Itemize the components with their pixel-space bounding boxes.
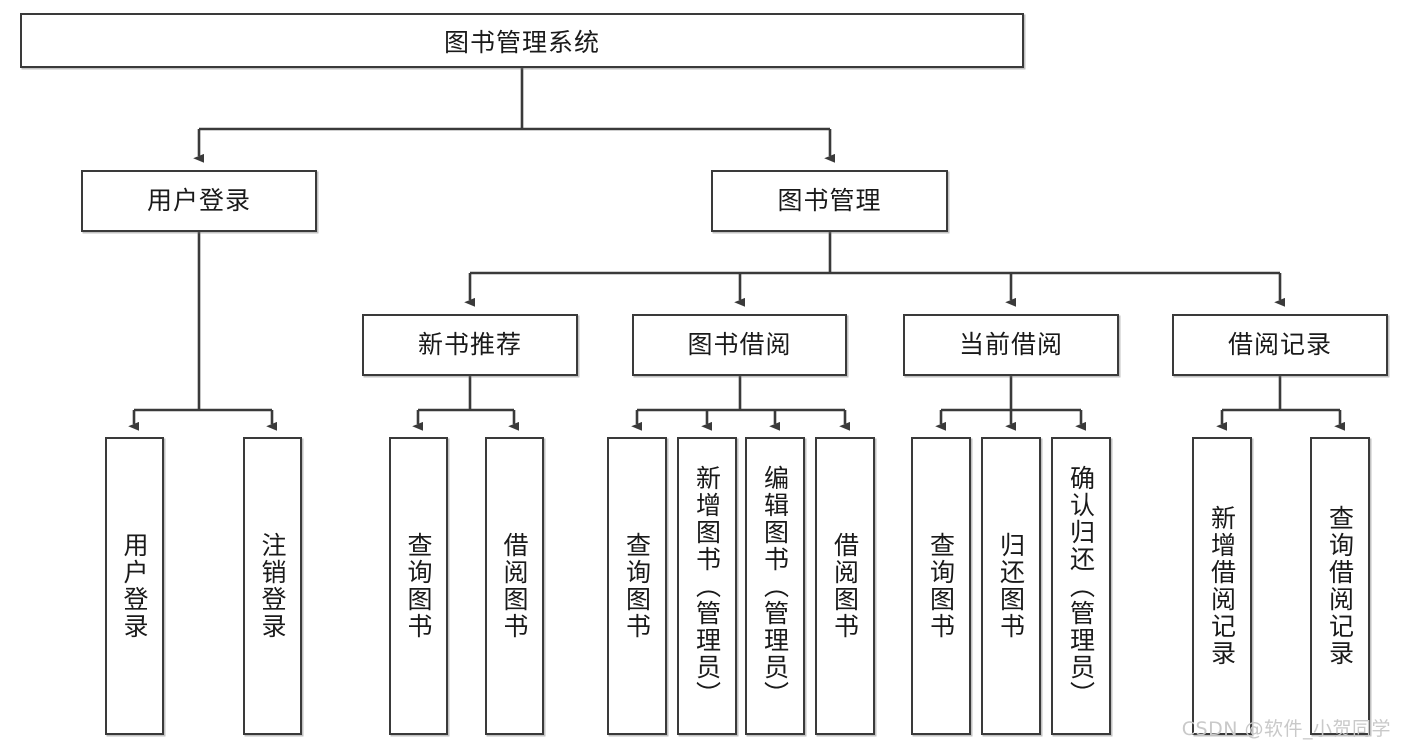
leaf-query-book-new-recommend[interactable]: 查询图书 [389, 437, 448, 735]
leaf-inner: 查询图书 [913, 439, 969, 733]
leaf-label: 借阅图书 [500, 532, 529, 640]
node-user-login[interactable]: 用户登录 [81, 170, 317, 232]
node-label: 借阅记录 [1227, 329, 1332, 359]
leaf-borrow-book-new-recommend[interactable]: 借阅图书 [485, 437, 544, 735]
node-label: 用户登录 [146, 185, 251, 215]
leaf-query-borrow-record[interactable]: 查询借阅记录 [1310, 437, 1370, 735]
leaf-query-book-borrow[interactable]: 查询图书 [607, 437, 667, 735]
leaf-label: 借阅图书 [830, 532, 860, 640]
leaf-label: 归还图书 [996, 532, 1026, 640]
leaf-add-borrow-record[interactable]: 新增借阅记录 [1192, 437, 1252, 735]
leaf-inner: 注销登录 [245, 439, 300, 733]
leaf-user-logout[interactable]: 注销登录 [243, 437, 302, 735]
node-book-management[interactable]: 图书管理 [711, 170, 948, 232]
leaf-inner: 确认归还（管理员） [1053, 439, 1109, 733]
leaf-label: 用户登录 [120, 532, 149, 640]
node-current-borrow[interactable]: 当前借阅 [903, 314, 1119, 376]
leaf-query-book-current[interactable]: 查询图书 [911, 437, 971, 735]
node-label: 新书推荐 [417, 329, 522, 359]
leaf-edit-book-admin[interactable]: 编辑图书（管理员） [745, 437, 805, 735]
leaf-label: 查询图书 [404, 532, 433, 640]
leaf-add-book-admin[interactable]: 新增图书（管理员） [677, 437, 737, 735]
leaf-label: 查询图书 [622, 532, 652, 640]
node-book-borrow[interactable]: 图书借阅 [632, 314, 847, 376]
node-borrow-record[interactable]: 借阅记录 [1172, 314, 1388, 376]
leaf-label: 新增借阅记录 [1207, 505, 1237, 667]
leaf-return-book[interactable]: 归还图书 [981, 437, 1041, 735]
leaf-inner: 归还图书 [983, 439, 1039, 733]
leaf-label: 编辑图书（管理员） [760, 464, 790, 708]
leaf-user-login[interactable]: 用户登录 [105, 437, 164, 735]
node-root-book-management-system[interactable]: 图书管理系统 [20, 13, 1024, 68]
csdn-watermark: CSDN @软件_小贺同学 [1181, 718, 1391, 740]
node-new-book-recommend[interactable]: 新书推荐 [362, 314, 578, 376]
node-label: 当前借阅 [958, 329, 1063, 359]
leaf-inner: 新增借阅记录 [1194, 439, 1250, 733]
node-label: 图书管理 [777, 185, 882, 215]
leaf-inner: 新增图书（管理员） [679, 439, 735, 733]
leaf-inner: 编辑图书（管理员） [747, 439, 803, 733]
leaf-inner: 查询图书 [391, 439, 446, 733]
node-label: 图书管理系统 [443, 27, 600, 57]
leaf-inner: 查询借阅记录 [1312, 439, 1368, 733]
leaf-confirm-return-admin[interactable]: 确认归还（管理员） [1051, 437, 1111, 735]
node-label: 图书借阅 [687, 329, 792, 359]
leaf-label: 新增图书（管理员） [692, 464, 722, 708]
leaf-inner: 借阅图书 [817, 439, 873, 733]
leaf-label: 确认归还（管理员） [1066, 464, 1096, 708]
leaf-inner: 借阅图书 [487, 439, 542, 733]
leaf-borrow-book-borrow[interactable]: 借阅图书 [815, 437, 875, 735]
leaf-label: 查询借阅记录 [1325, 505, 1355, 667]
leaf-inner: 查询图书 [609, 439, 665, 733]
leaf-label: 注销登录 [258, 532, 287, 640]
leaf-label: 查询图书 [926, 532, 956, 640]
leaf-inner: 用户登录 [107, 439, 162, 733]
